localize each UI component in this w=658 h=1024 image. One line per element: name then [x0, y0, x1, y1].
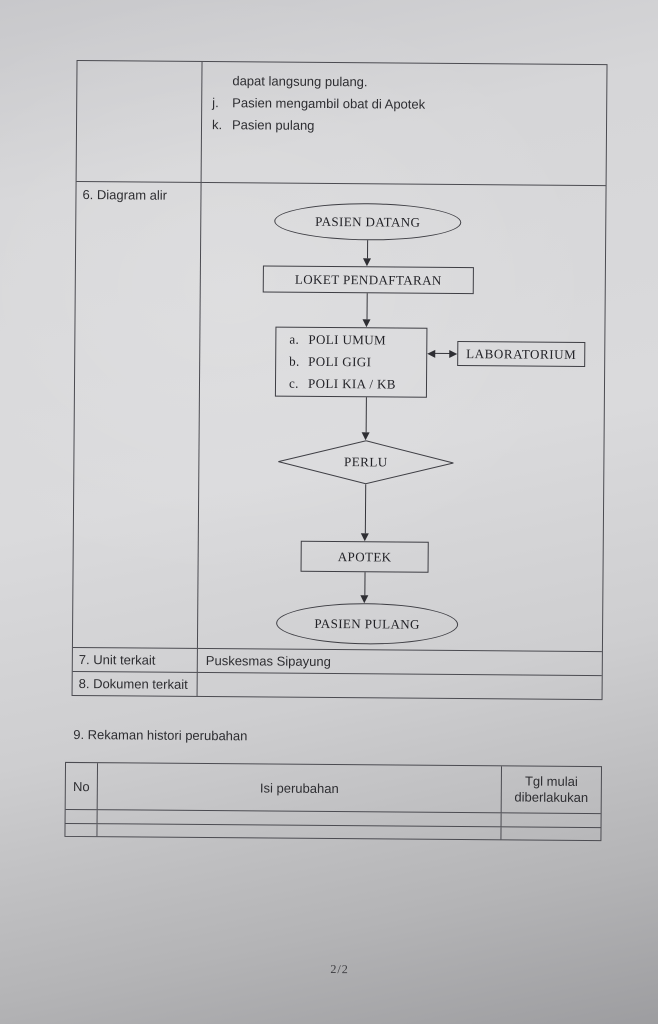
history-header-tgl-mulai: Tgl mulai diberlakukan	[514, 773, 589, 806]
arrow-down-icon	[360, 595, 369, 604]
procedure-label-cell	[76, 61, 203, 182]
history-section-heading: 9. Rekaman histori perubahan	[73, 726, 248, 744]
flow-registration-box: LOKET PENDAFTARAN	[262, 265, 474, 295]
flow-line	[366, 293, 368, 320]
history-cell	[65, 823, 98, 837]
dokumen-terkait-label: 8. Dokumen terkait	[72, 671, 198, 696]
flow-laboratory-box: LABORATORIUM	[457, 341, 586, 368]
poli-item-marker: b.	[289, 353, 300, 369]
poli-item: a. POLI UMUM	[289, 329, 386, 352]
poli-item-marker: c.	[288, 375, 299, 391]
table-row-dokumen-terkait: 8. Dokumen terkait	[72, 670, 602, 700]
flow-line	[364, 572, 366, 596]
poli-item: c. POLI KIA / KB	[289, 373, 396, 396]
list-item-text: Pasien pulang	[231, 117, 315, 133]
procedure-text-cell: dapat langsung pulang. j. Pasien mengamb…	[202, 62, 607, 185]
flow-decision-label: PERLU	[343, 454, 388, 470]
flow-end-ellipse: PASIEN PULANG	[275, 602, 459, 646]
history-cell	[65, 809, 98, 824]
flow-line	[366, 240, 369, 259]
arrow-down-icon	[362, 258, 371, 267]
list-item-text: Pasien mengambil obat di Apotek	[232, 95, 426, 112]
unit-terkait-value: Puskesmas Sipayung	[205, 653, 331, 670]
list-item-marker: j.	[212, 95, 219, 111]
procedure-continuation-line: dapat langsung pulang.	[232, 73, 368, 90]
history-header-isi-perubahan: Isi perubahan	[97, 763, 503, 813]
flow-poli-box: a. POLI UMUM b. POLI GIGI c. POLI KIA / …	[274, 326, 428, 398]
poli-item: b. POLI GIGI	[289, 351, 371, 374]
diagram-label-cell: 6. Diagram alir	[72, 182, 202, 648]
unit-terkait-label: 7. Unit terkait	[72, 647, 198, 672]
history-table: No Isi perubahan Tgl mulai diberlakukan	[64, 761, 603, 842]
history-cell	[502, 813, 601, 827]
dokumen-terkait-value	[198, 673, 602, 699]
page-number: 2/2	[330, 962, 349, 977]
history-empty-row	[65, 822, 601, 841]
poli-item-text: POLI GIGI	[308, 353, 372, 370]
poli-item-text: POLI KIA / KB	[307, 375, 396, 392]
list-item: j. Pasien mengambil obat di Apotek	[212, 92, 598, 117]
poli-item-text: POLI UMUM	[308, 331, 387, 348]
flowchart: PASIEN DATANG LOKET PENDAFTARAN a. POLI …	[198, 183, 606, 651]
history-header-row: No Isi perubahan Tgl mulai diberlakukan	[65, 762, 601, 813]
arrow-down-icon	[362, 319, 371, 328]
flow-start-ellipse: PASIEN DATANG	[274, 202, 462, 242]
history-cell	[501, 827, 600, 840]
sop-table: dapat langsung pulang. j. Pasien mengamb…	[71, 60, 608, 701]
list-item-marker: k.	[211, 117, 223, 133]
flow-line	[365, 397, 367, 433]
diamond-outline-icon	[278, 440, 454, 485]
flow-pharmacy-box: APOTEK	[300, 540, 429, 573]
table-row-diagram: 6. Diagram alir PASIEN DATANG LOKET PEND…	[72, 181, 606, 652]
flow-line	[364, 484, 367, 534]
table-row-procedure: dapat langsung pulang. j. Pasien mengamb…	[76, 61, 607, 185]
list-item: k. Pasien pulang	[212, 114, 598, 139]
arrow-right-icon	[449, 349, 458, 359]
arrow-left-icon	[427, 349, 436, 358]
history-header-no: No	[65, 762, 99, 810]
history-cell	[97, 824, 502, 840]
arrow-down-icon	[360, 533, 369, 542]
poli-item-marker: a.	[289, 331, 300, 347]
arrow-down-icon	[361, 432, 370, 441]
diagram-cell: PASIEN DATANG LOKET PENDAFTARAN a. POLI …	[198, 183, 606, 651]
flow-decision-diamond: PERLU	[277, 440, 454, 485]
